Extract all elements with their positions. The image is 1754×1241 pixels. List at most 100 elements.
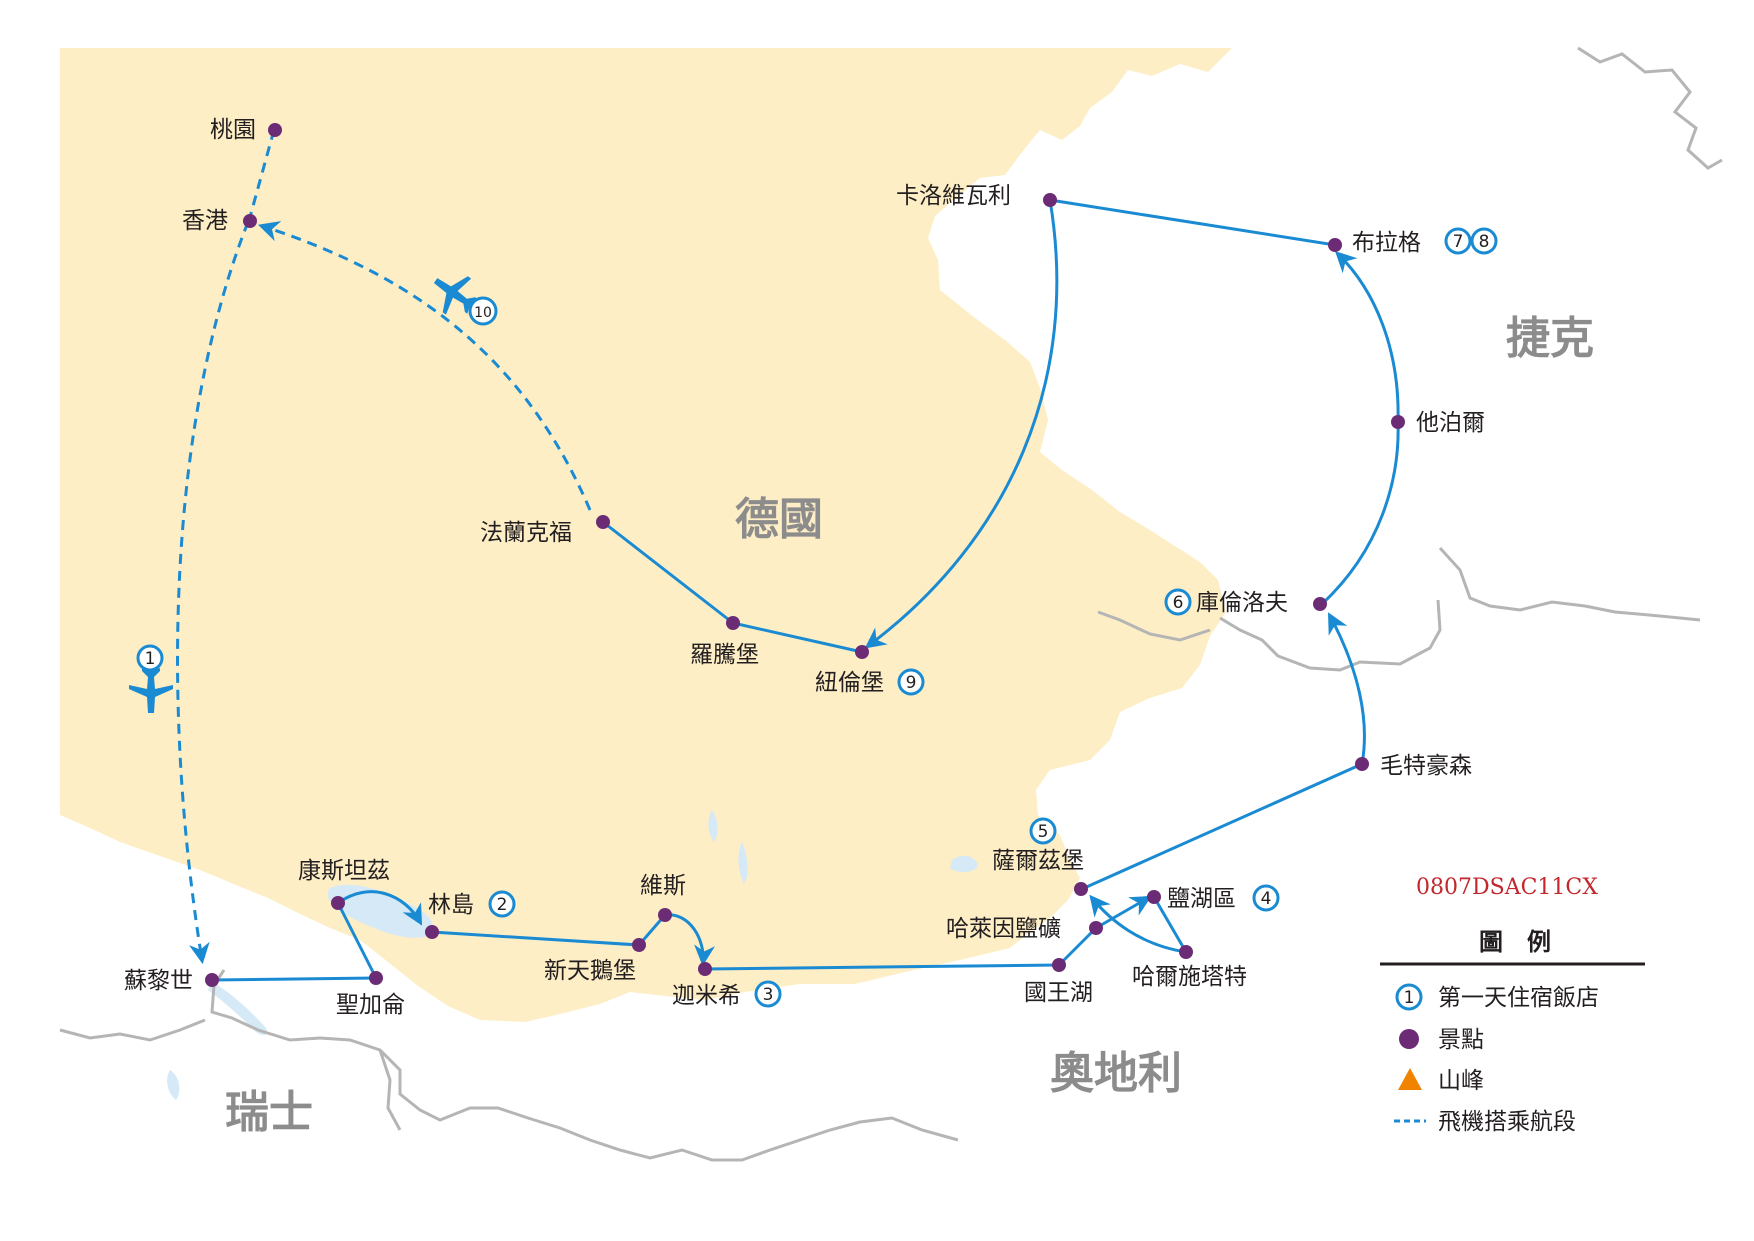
spot-lindau [425,925,439,939]
flight-hongkong-zurich [176,221,250,965]
route-rothenburg-frankfurt [602,520,734,625]
legend-spot-icon [1399,1029,1419,1049]
spot-cesky-krumlov [1313,597,1327,611]
spot-hallstatt [1179,945,1193,959]
day-badge-10: 10 [468,296,498,326]
spot-hongkong [243,214,257,228]
route-fussen-konigssee [704,963,1060,971]
route-konstanz-lindau [337,890,423,926]
country-borders [59,46,1723,1162]
label-nuremberg: 紐倫堡 [815,670,884,696]
spot-nuremberg [855,645,869,659]
ground-routes [211,198,1400,982]
svg-text:3: 3 [763,985,774,1005]
spot-st-gallen [369,971,383,985]
spot-karlovy-vary [1043,193,1057,207]
legend-hotel-label: 第一天住宿飯店 [1438,985,1599,1011]
label-salzkammergut: 鹽湖區 [1167,886,1236,912]
label-st-gallen: 聖加侖 [336,992,405,1018]
spot-hallein [1089,921,1103,935]
day-badge-4: 4 [1252,884,1280,912]
flight-frankfurt-hongkong [258,221,592,511]
plane-icon [129,668,173,713]
route-salzkammergut-hallstatt [1152,896,1188,953]
label-fussen: 迦米希 [672,983,741,1009]
country-switzerland: 瑞士 [225,1087,313,1138]
germany-land [60,48,1232,1022]
lake-austria [950,855,978,873]
label-tabor: 他泊爾 [1416,410,1485,436]
spot-konigssee [1052,958,1066,972]
label-rothenburg: 羅騰堡 [690,642,759,668]
legend-peak-label: 山峰 [1438,1068,1484,1094]
lake-small-1 [167,1070,180,1100]
spot-konstanz [331,896,345,910]
svg-text:6: 6 [1173,593,1184,613]
label-zurich: 蘇黎世 [124,968,193,994]
svg-text:10: 10 [474,305,492,321]
day-badge-8: 8 [1470,227,1498,255]
legend-peak-icon [1398,1068,1422,1090]
spot-fussen [698,962,712,976]
legend-spot-label: 景點 [1438,1027,1484,1053]
label-karlovy-vary: 卡洛維瓦利 [896,183,1011,209]
label-prague: 布拉格 [1352,230,1421,256]
lake-bavaria-1 [708,810,718,842]
label-konigssee: 國王湖 [1024,980,1093,1006]
route-stgallen-konstanz [336,902,378,979]
day-badge-3: 3 [754,980,782,1008]
spot-taoyuan [268,123,282,137]
day-badge-2: 2 [488,890,516,918]
label-hongkong: 香港 [182,208,228,234]
label-frankfurt: 法蘭克福 [480,520,572,546]
flight-segments [176,129,592,965]
spot-prague [1328,238,1342,252]
legend-title: 圖 例 [1479,928,1551,956]
svg-text:8: 8 [1479,232,1490,252]
svg-text:5: 5 [1038,822,1049,842]
spot-rothenburg [726,616,740,630]
label-taoyuan: 桃園 [210,117,256,143]
legend: 圖 例 1 第一天住宿飯店 景點 山峰 飛機搭乘航段 [1380,928,1645,1135]
lake-bavaria-2 [738,842,748,884]
spot-zurich [205,973,219,987]
day-badge-6: 6 [1164,588,1192,616]
country-germany: 德國 [735,494,823,545]
spot-tabor [1391,415,1405,429]
label-salzburg: 薩爾茲堡 [992,848,1084,874]
route-hallein-salzkammergut [1095,895,1152,930]
spot-salzburg [1074,882,1088,896]
day-badge-7: 7 [1444,227,1472,255]
route-ceskykrumlov-tabor [1320,421,1400,606]
svg-text:9: 9 [906,673,917,693]
route-karlovyvary-nuremberg [864,199,1059,649]
spot-mauthausen [1355,757,1369,771]
label-wies: 維斯 [640,873,686,899]
route-konigssee-hallein [1057,926,1098,967]
plane-icon [433,276,478,315]
country-czech: 捷克 [1506,313,1594,364]
label-cesky-krumlov: 庫倫洛夫 [1196,590,1288,616]
label-mauthausen: 毛特豪森 [1380,753,1472,779]
label-hallein: 哈萊因鹽礦 [946,916,1061,942]
svg-text:2: 2 [497,895,508,915]
route-mauthausen-ceskykrumlov [1328,612,1366,765]
svg-text:1: 1 [145,649,156,669]
legend-hotel-sample: 1 [1404,988,1415,1008]
route-salzburg-mauthausen [1081,762,1363,891]
label-neuschwanstein: 新天鵝堡 [544,958,636,984]
route-prague-karlovyvary [1049,198,1336,247]
route-tabor-prague [1334,251,1400,423]
spot-markers [205,123,1405,987]
spot-salzkammergut [1147,890,1161,904]
route-hallstatt-salzburg [1089,894,1187,954]
day-badge-9: 9 [897,668,925,696]
legend-flight-label: 飛機搭乘航段 [1438,1109,1576,1135]
route-nuremberg-rothenburg [732,621,863,654]
label-hallstatt: 哈爾施塔特 [1132,964,1247,990]
day-badge-1: 1 [136,644,164,672]
flight-taoyuan-hongkong [248,129,276,218]
day-badge-5: 5 [1029,817,1057,845]
label-lindau: 林島 [428,892,474,918]
legend-hotel-icon [1395,983,1423,1011]
